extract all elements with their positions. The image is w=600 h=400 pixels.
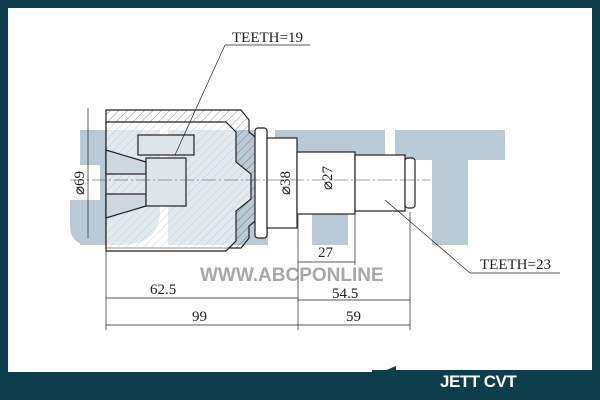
dim-99: 99 [192,309,207,325]
dim-27: 27 [318,245,334,261]
dim-dia-69: ⌀69 [72,171,88,195]
website-watermark: WWW.ABCPONLINE [200,265,384,286]
dim-dia-27: ⌀27 [320,165,336,190]
teeth-inner-label: TEETH=19 [232,30,303,46]
dim-62-5: 62.5 [150,282,176,298]
dim-59: 59 [346,309,361,325]
housing [105,109,416,252]
dim-54-5: 54.5 [332,286,358,302]
dim-dia-38: ⌀38 [278,171,294,195]
teeth-outer-label: TEETH=23 [480,257,551,273]
footer-label: JETT CVT [440,372,517,391]
dimension-lines [87,44,560,330]
footer-tab [372,370,600,400]
